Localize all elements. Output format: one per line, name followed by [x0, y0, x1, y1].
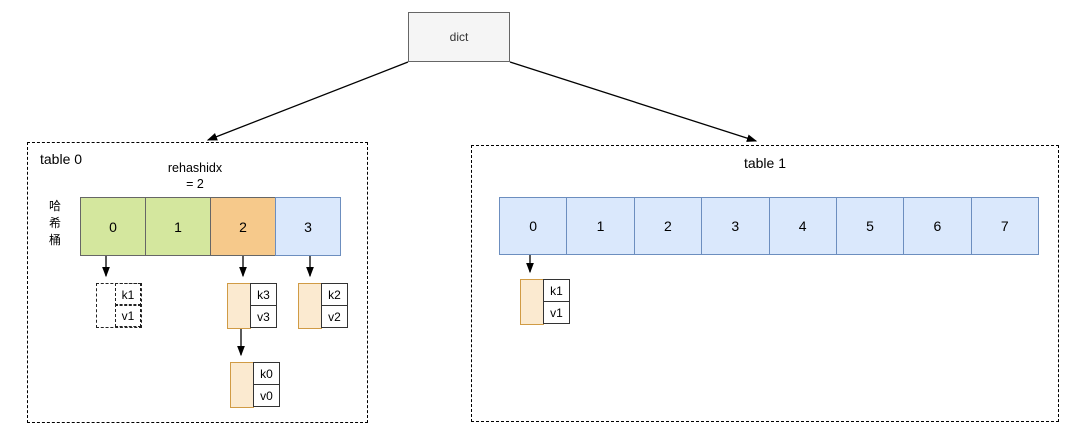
- table0-bucket-row: 0 1 2 3: [80, 197, 341, 256]
- side-label-char: 桶: [48, 233, 61, 247]
- dict-label: dict: [449, 30, 469, 44]
- entry-node-k2v2: k2 v2: [298, 283, 348, 329]
- rehashidx-text: rehashidx: [167, 161, 223, 175]
- table0-bucket-2: 2: [210, 197, 276, 256]
- arrow-dict-to-table0: [206, 61, 409, 141]
- table1-bucket-0: 0: [499, 197, 568, 255]
- table1-bucket-2: 2: [633, 197, 703, 255]
- entry-value-cell: v3: [250, 305, 277, 328]
- entry-pointer-box: [298, 283, 322, 329]
- arrow-dict-to-table1: [509, 61, 758, 142]
- rehashidx-label: rehashidx = 2: [145, 160, 245, 192]
- table1-bucket-6: 6: [903, 197, 972, 255]
- table1-bucket-3: 3: [701, 197, 770, 255]
- entry-key-cell: k2: [321, 283, 348, 306]
- table0-bucket-1: 1: [145, 197, 211, 256]
- table1-bucket-4: 4: [768, 197, 837, 255]
- table1-container: table 1 0 1 2 3 4 5 6 7 k1 v1: [471, 145, 1059, 422]
- table0-bucket-3: 3: [275, 197, 341, 256]
- table1-bucket-row: 0 1 2 3 4 5 6 7: [499, 197, 1039, 255]
- entry-value-cell: v2: [321, 305, 348, 328]
- dict-node: dict: [408, 12, 510, 62]
- entry-value-cell: v1: [543, 301, 570, 324]
- entry-node-k1v1: k1 v1: [520, 279, 570, 325]
- side-label-char: 希: [48, 216, 61, 230]
- table0-bucket-0: 0: [80, 197, 146, 256]
- entry-key-cell: k3: [250, 283, 277, 306]
- entry-key-cell: k1: [115, 283, 141, 306]
- entry-pointer-box: [230, 362, 254, 408]
- table1-bucket-5: 5: [835, 197, 905, 255]
- entry-value-cell: v1: [115, 304, 141, 327]
- entry-node-k1v1-dashed: k1 v1: [96, 283, 142, 328]
- entry-pointer-box: [227, 283, 251, 329]
- table1-bucket-7: 7: [970, 197, 1039, 255]
- entry-pointer-box: [520, 279, 544, 325]
- table0-container: table 0 哈 希 桶 rehashidx = 2 0 1 2 3 k1 v…: [27, 142, 368, 423]
- table1-bucket-1: 1: [566, 197, 635, 255]
- table1-title: table 1: [743, 155, 787, 171]
- entry-key-cell: k1: [543, 279, 570, 302]
- side-label-char: 哈: [48, 199, 61, 213]
- table0-title: table 0: [40, 151, 83, 167]
- rehashidx-value: = 2: [186, 177, 204, 191]
- hash-bucket-vertical-label: 哈 希 桶: [47, 198, 63, 249]
- entry-value-cell: v0: [253, 384, 280, 407]
- entry-node-k0v0: k0 v0: [230, 362, 280, 408]
- entry-key-cell: k0: [253, 362, 280, 385]
- entry-node-k3v3: k3 v3: [227, 283, 277, 329]
